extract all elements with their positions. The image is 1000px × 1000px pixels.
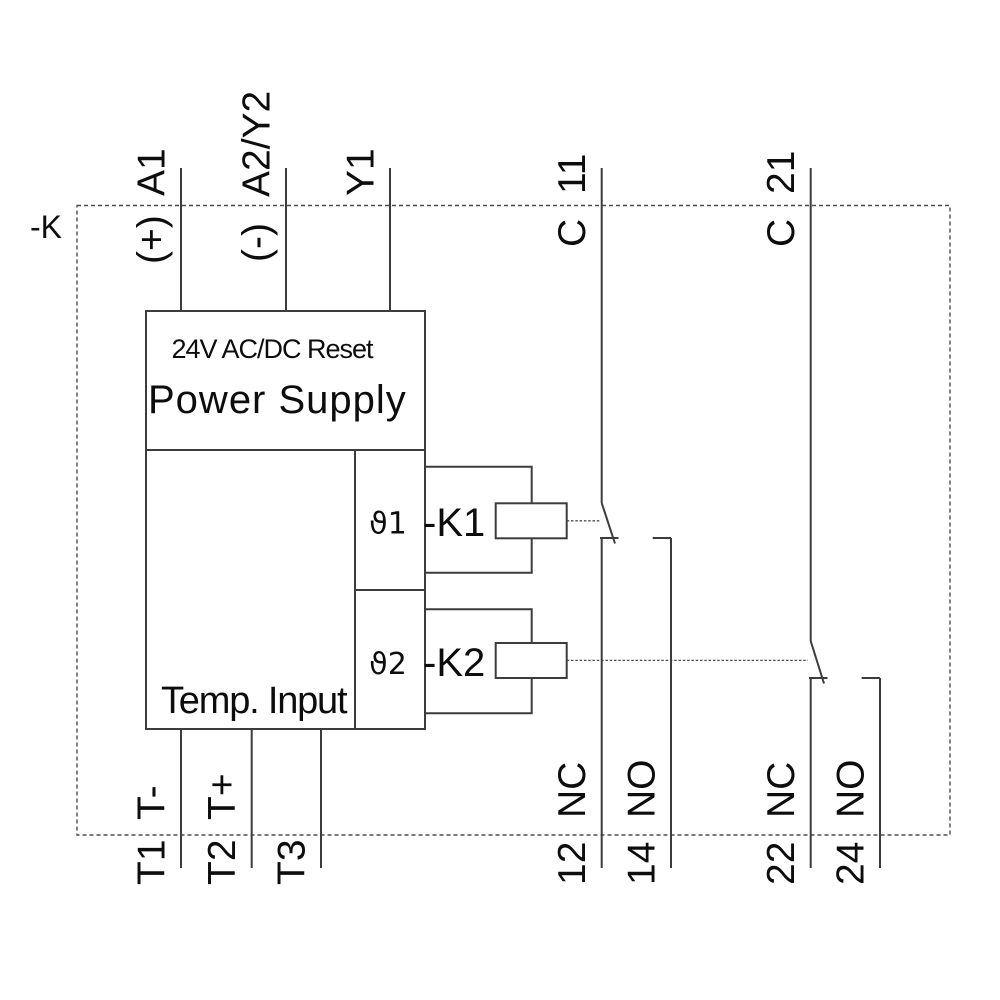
terminal-id-24: 24 — [830, 842, 873, 885]
relay-k2-coil-leads — [425, 608, 533, 715]
relay-k1-label: -K1 — [423, 501, 485, 545]
terminal-id-21: 21 — [760, 151, 803, 194]
terminal-id-t3: T3 — [271, 839, 314, 885]
terminal-fn-24-no: NO — [830, 760, 873, 819]
sensor-theta2-label: ϑ2 — [369, 647, 407, 682]
terminal-id-11: 11 — [551, 154, 594, 195]
device-boundary-dashed-box — [76, 204, 951, 836]
relay-k1-contact-blade — [600, 502, 616, 544]
temp-input-title-label: Temp. Input — [161, 680, 348, 722]
terminal-id-t2: T2 — [201, 839, 244, 885]
relay-k1-coil — [494, 502, 568, 540]
terminal-id-a2y2: A2/Y2 — [236, 91, 279, 197]
wire-terminal-14-no — [652, 537, 672, 868]
terminal-fn-14-no: NO — [621, 760, 664, 819]
power-supply-rating-label: 24V AC/DC Reset — [171, 334, 374, 364]
device-ref-label: -K — [30, 209, 62, 245]
wire-terminal-22-nc — [809, 677, 828, 868]
terminal-fn-12-nc: NC — [551, 762, 594, 818]
terminal-fn-a2y2-minus: (-) — [236, 223, 279, 262]
wire-terminal-24-no — [861, 677, 881, 868]
terminal-fn-a1-plus: (+) — [131, 215, 174, 264]
wire-terminal-12-nc — [600, 537, 619, 868]
relay-k2-coil — [494, 642, 568, 679]
terminal-fn-22-nc: NC — [760, 762, 803, 818]
terminal-fn-t2-tplus: T+ — [201, 773, 244, 820]
terminal-id-a1: A1 — [131, 148, 174, 196]
relay-k2-label: -K2 — [423, 641, 485, 685]
relay-k1-coil-leads — [425, 465, 533, 574]
relay-k2-contact-blade — [809, 640, 825, 684]
terminal-id-12: 12 — [551, 842, 594, 885]
terminal-id-14: 14 — [621, 842, 664, 885]
power-supply-title-label: Power Supply — [148, 378, 407, 422]
sensor-theta1-label: ϑ1 — [369, 507, 407, 542]
terminal-id-t1: T1 — [131, 839, 174, 885]
terminal-id-y1: Y1 — [340, 148, 383, 196]
main-unit-box — [145, 310, 426, 730]
terminal-fn-t1-tminus: T- — [131, 785, 174, 820]
terminal-id-22: 22 — [760, 842, 803, 885]
terminal-fn-21-common: C — [760, 219, 803, 247]
terminal-fn-11-common: C — [551, 219, 594, 247]
